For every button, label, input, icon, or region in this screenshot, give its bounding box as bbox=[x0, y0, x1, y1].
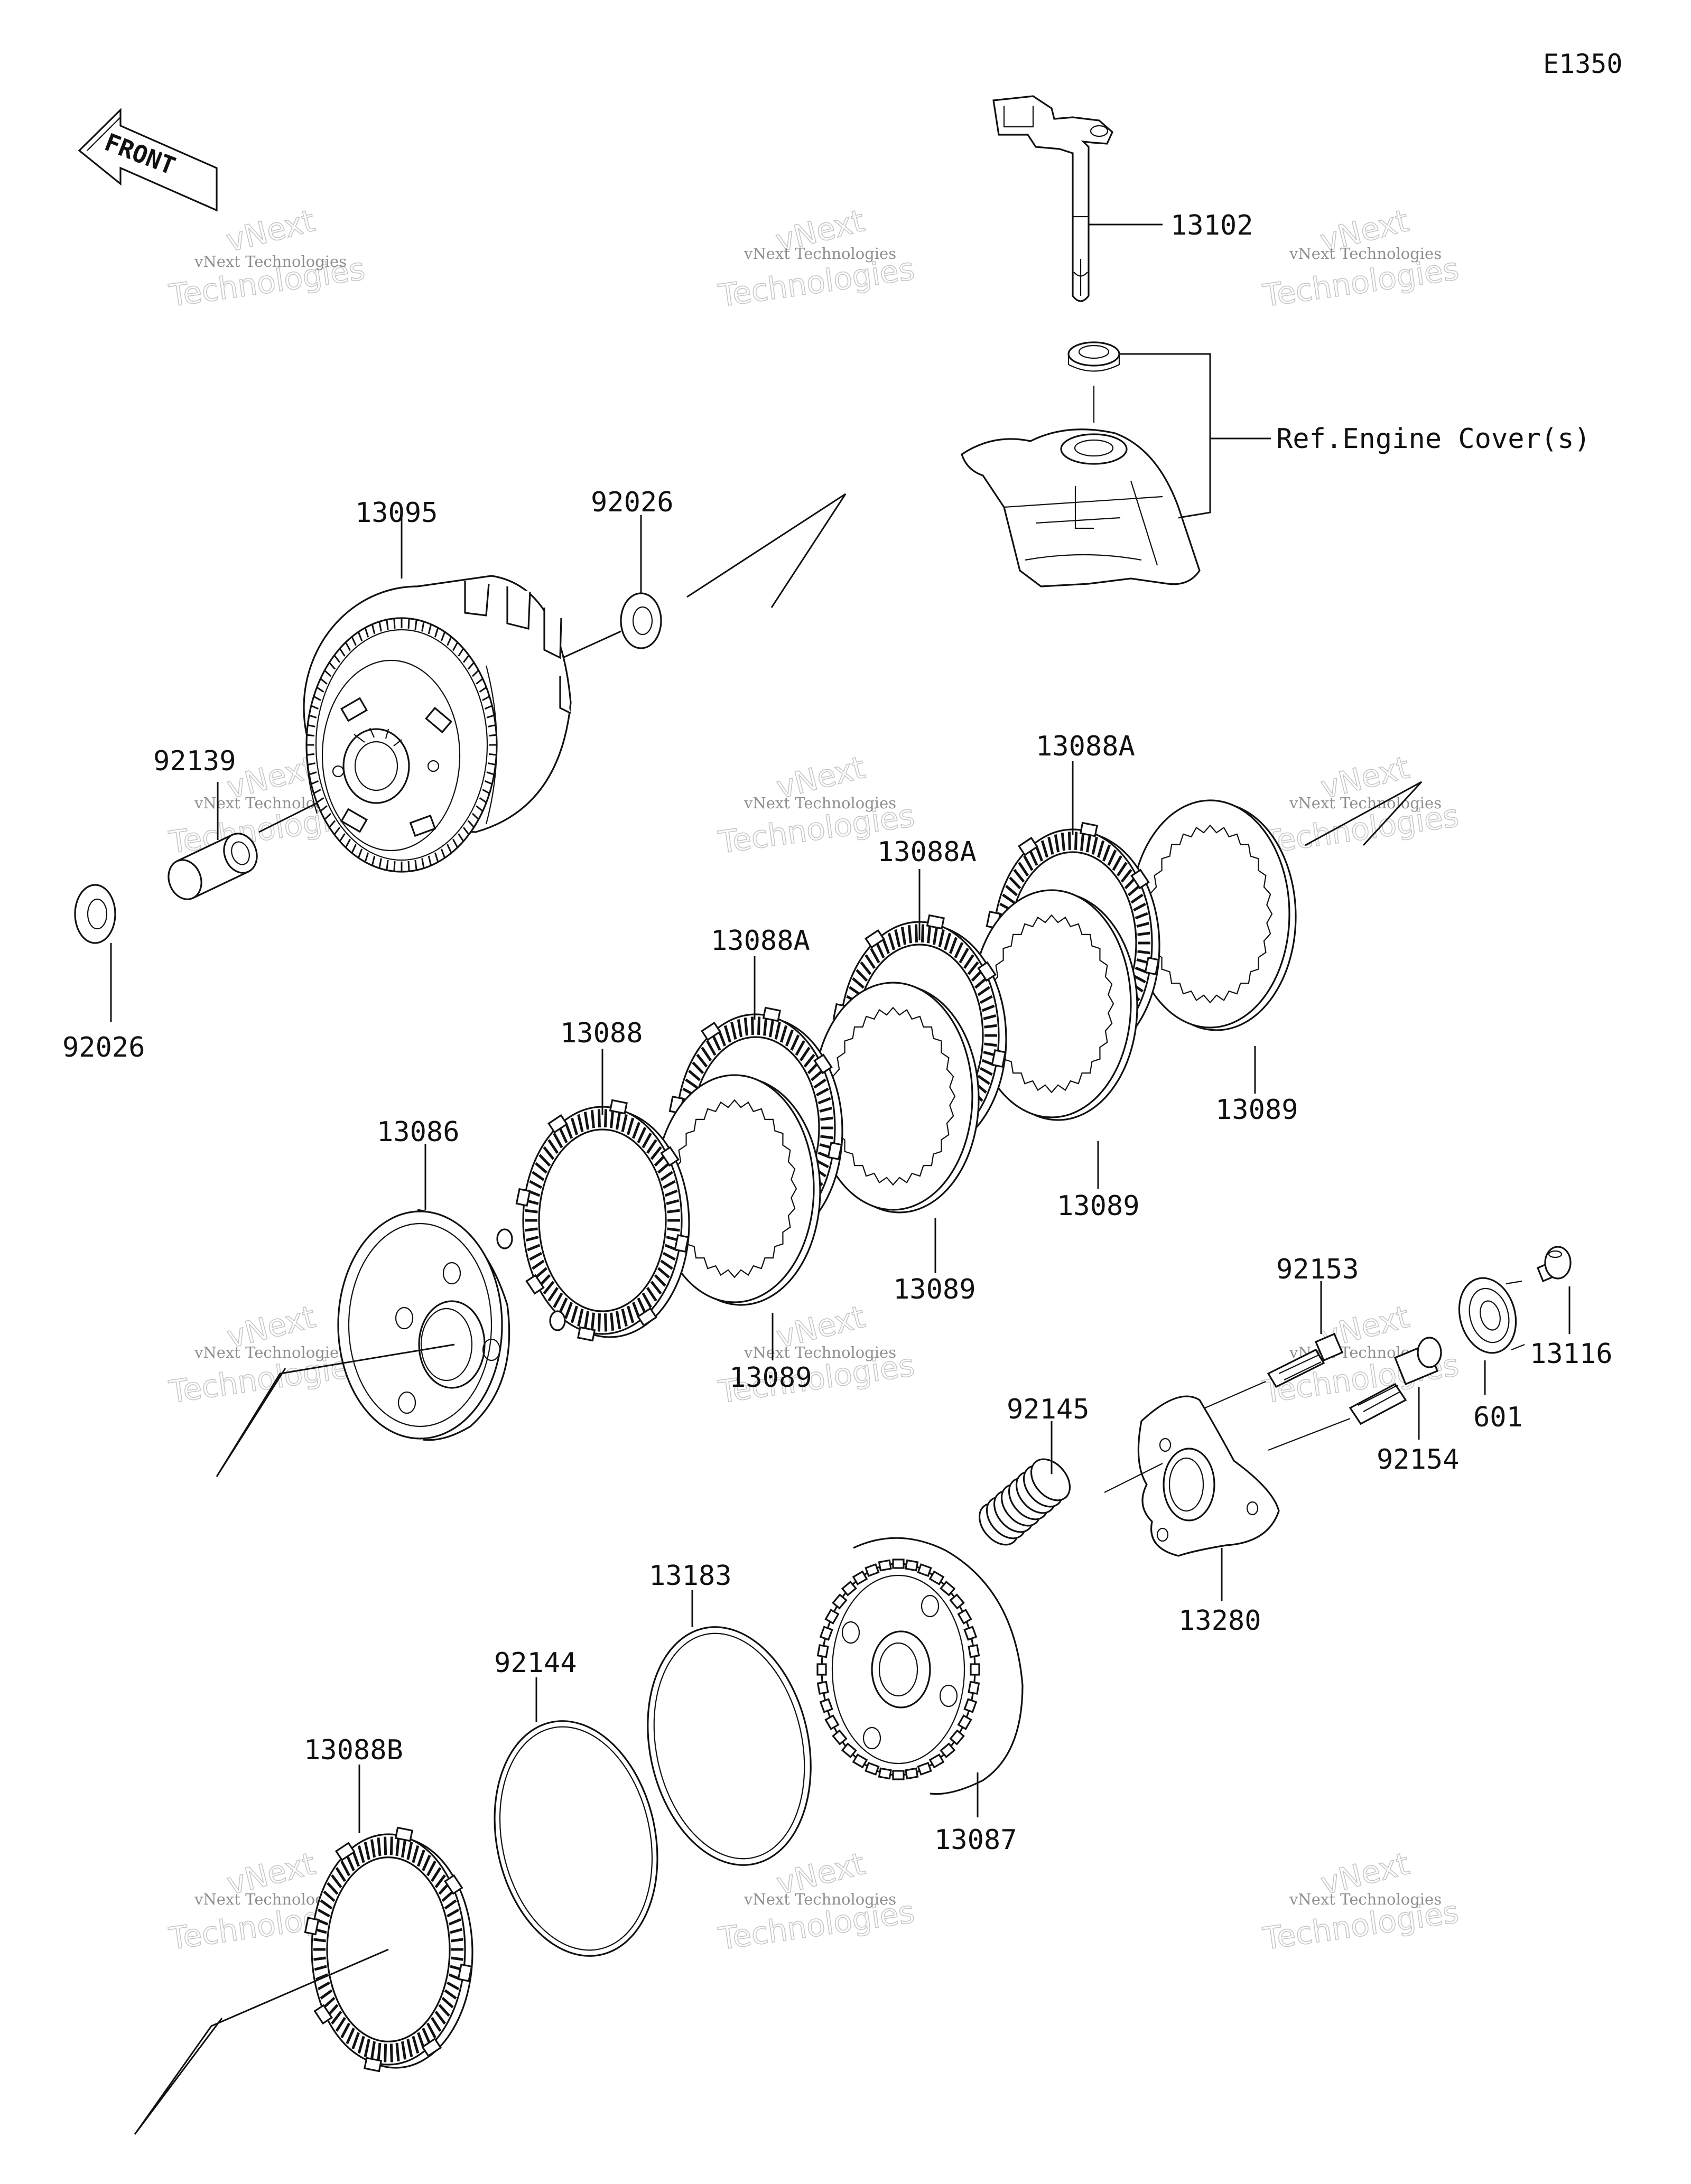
front-arrow-icon: FRONT bbox=[78, 108, 218, 212]
ring-13183 bbox=[647, 1626, 812, 1866]
bolt-92154 bbox=[1349, 1337, 1442, 1425]
label-13088: 13088 bbox=[560, 1018, 643, 1049]
pin-13116 bbox=[1536, 1246, 1572, 1283]
svg-text:vNext: vNext bbox=[222, 202, 318, 259]
watermark-text: vNext Technologies bbox=[194, 253, 347, 270]
label-13088A-1: 13088A bbox=[1036, 731, 1135, 762]
washer-left bbox=[74, 884, 116, 944]
oil-seal bbox=[1067, 341, 1120, 372]
label-13095: 13095 bbox=[355, 497, 438, 529]
label-13086: 13086 bbox=[377, 1116, 460, 1148]
label-13089-4: 13089 bbox=[729, 1362, 812, 1394]
steel-plate bbox=[1130, 799, 1297, 1031]
bolt-92153 bbox=[1267, 1332, 1344, 1388]
steel-plate bbox=[813, 982, 980, 1214]
friction-plate bbox=[515, 1099, 690, 1342]
label-13089-1: 13089 bbox=[1215, 1094, 1298, 1126]
reference-label: Ref.Engine Cover(s) bbox=[1276, 423, 1591, 455]
label-13280: 13280 bbox=[1178, 1605, 1261, 1637]
label-601: 601 bbox=[1473, 1402, 1523, 1433]
label-92154: 92154 bbox=[1377, 1444, 1460, 1476]
label-13088A-3: 13088A bbox=[711, 925, 810, 957]
label-13102: 13102 bbox=[1170, 210, 1253, 241]
label-13087: 13087 bbox=[934, 1824, 1017, 1856]
clutch-housing bbox=[303, 575, 572, 873]
friction-plate bbox=[304, 1826, 473, 2073]
ring-92144 bbox=[494, 1720, 658, 1957]
steel-plate bbox=[654, 1074, 821, 1306]
lifter-plate bbox=[1137, 1395, 1280, 1557]
housing-teeth bbox=[306, 618, 497, 872]
diagram-code: E1350 bbox=[1543, 49, 1623, 79]
watermark-text: vNext Technologies bbox=[1289, 1890, 1442, 1908]
label-92026-top: 92026 bbox=[591, 487, 674, 518]
label-13116: 13116 bbox=[1530, 1338, 1613, 1370]
washer-top bbox=[620, 592, 662, 649]
watermark-text: vNext Technologies bbox=[194, 1343, 347, 1361]
label-92139: 92139 bbox=[153, 745, 236, 777]
housing-fingers bbox=[464, 581, 571, 714]
engine-cover-ref bbox=[961, 428, 1201, 587]
label-13089-3: 13089 bbox=[893, 1274, 976, 1305]
label-13088B: 13088B bbox=[304, 1734, 403, 1766]
label-92153: 92153 bbox=[1276, 1254, 1359, 1285]
label-92026-left: 92026 bbox=[62, 1032, 145, 1063]
watermark-text: vNext Technologies bbox=[744, 1343, 896, 1361]
clutch-hub bbox=[821, 1537, 1024, 1795]
label-92144: 92144 bbox=[494, 1647, 577, 1679]
watermark-text: vNext Technologies bbox=[744, 794, 896, 812]
watermark-text: vNext Technologies bbox=[744, 1890, 896, 1908]
watermark-text: vNext Technologies bbox=[1289, 245, 1442, 263]
hub-teeth bbox=[816, 1558, 980, 1780]
watermark-text: vNext Technologies bbox=[744, 245, 896, 263]
clutch-plates bbox=[515, 799, 1297, 1342]
steel-plate bbox=[971, 889, 1138, 1121]
watermark-text: vNext Technologies bbox=[1289, 794, 1442, 812]
sleeve bbox=[168, 833, 258, 900]
label-13183: 13183 bbox=[649, 1560, 732, 1592]
clutch-lever-shaft bbox=[992, 95, 1113, 302]
pressure-plate bbox=[337, 1209, 566, 1441]
label-13088A-2: 13088A bbox=[877, 836, 977, 868]
friction-plate-13088B bbox=[304, 1826, 473, 2073]
spring bbox=[978, 1458, 1071, 1546]
label-13089-2: 13089 bbox=[1057, 1190, 1140, 1222]
bearing-601 bbox=[1458, 1277, 1525, 1354]
label-92145: 92145 bbox=[1007, 1394, 1090, 1425]
